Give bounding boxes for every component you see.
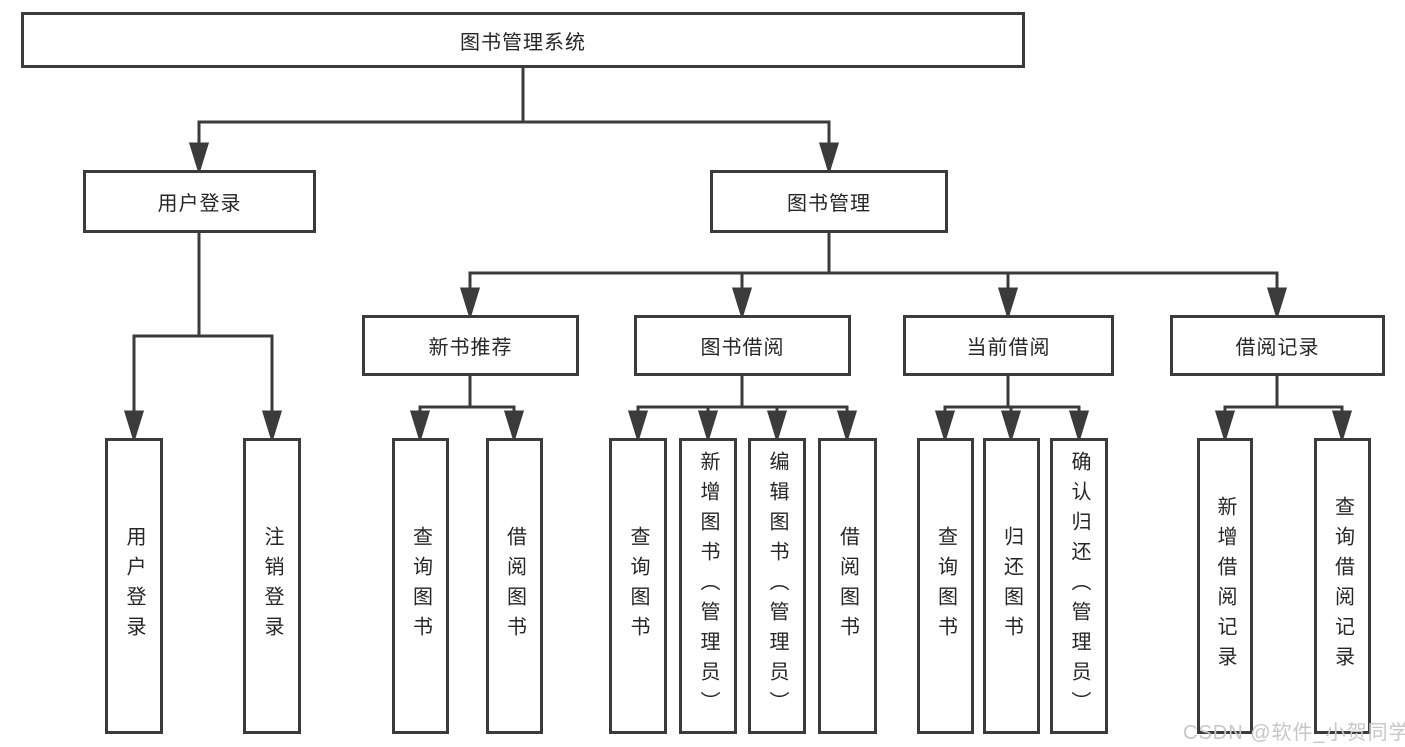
node-label: 借阅图书 xyxy=(503,526,526,646)
connector-book-borrow-children xyxy=(627,376,858,444)
node-leaf-add-book-admin: 新增图书（管理员） xyxy=(679,438,737,734)
node-label: 编辑图书（管理员） xyxy=(766,451,788,721)
node-label: 归还图书 xyxy=(1000,526,1023,646)
node-label: 图书管理 xyxy=(787,193,871,215)
node-label: 借阅图书 xyxy=(836,526,859,646)
arrowhead xyxy=(459,287,481,321)
node-leaf-add-borrow-record: 新增借阅记录 xyxy=(1197,438,1253,734)
arrowhead xyxy=(409,410,431,444)
node-label: 借阅记录 xyxy=(1235,337,1320,359)
arrowhead xyxy=(1266,287,1288,321)
connector-current-borrow-children xyxy=(934,376,1090,444)
node-label: 当前借阅 xyxy=(966,337,1051,359)
arrowhead xyxy=(627,410,649,444)
csdn-watermark: CSDN @软件_小贺同学 xyxy=(1183,722,1405,744)
connector-user-login-children xyxy=(123,233,283,444)
node-leaf-query-book-1: 查询图书 xyxy=(392,438,449,734)
node-leaf-query-book-3: 查询图书 xyxy=(917,438,974,734)
arrowhead xyxy=(766,410,788,444)
arrowhead xyxy=(503,410,525,444)
node-leaf-borrow-book-2: 借阅图书 xyxy=(818,438,877,734)
node-label: 注销登录 xyxy=(261,526,283,646)
arrowhead xyxy=(1331,410,1353,444)
node-label: 查询借阅记录 xyxy=(1331,496,1354,676)
node-new-book-recommend: 新书推荐 xyxy=(362,315,579,376)
arrowhead xyxy=(818,142,840,176)
arrowhead xyxy=(123,410,145,444)
node-book-borrow: 图书借阅 xyxy=(634,315,851,376)
arrowhead xyxy=(934,410,956,444)
node-label: 新增图书（管理员） xyxy=(697,451,719,721)
node-leaf-query-borrow-record: 查询借阅记录 xyxy=(1314,438,1371,734)
node-label: 新增借阅记录 xyxy=(1214,496,1236,676)
node-leaf-return-book: 归还图书 xyxy=(983,438,1040,734)
node-borrow-records: 借阅记录 xyxy=(1170,315,1385,376)
node-leaf-query-book-2: 查询图书 xyxy=(609,438,667,734)
node-leaf-borrow-book-1: 借阅图书 xyxy=(486,438,543,734)
node-leaf-edit-book-admin: 编辑图书（管理员） xyxy=(748,438,806,734)
node-leaf-confirm-return-admin: 确认归还（管理员） xyxy=(1050,438,1108,734)
node-label: 图书借阅 xyxy=(700,337,785,359)
arrowhead xyxy=(261,410,283,444)
connector-book-management-children xyxy=(459,233,1288,321)
arrowhead xyxy=(836,410,858,444)
node-label: 新书推荐 xyxy=(428,337,513,359)
connector-borrow-records-children xyxy=(1214,376,1353,444)
node-label: 查询图书 xyxy=(409,526,432,646)
node-label: 图书管理系统 xyxy=(460,31,586,54)
arrowhead xyxy=(697,410,719,444)
node-book-management: 图书管理 xyxy=(710,170,948,233)
arrowhead xyxy=(731,287,753,321)
arrowhead xyxy=(997,287,1019,321)
arrowhead xyxy=(1214,410,1236,444)
arrowhead xyxy=(188,142,210,176)
node-label: 查询图书 xyxy=(627,526,649,646)
node-label: 用户登录 xyxy=(123,526,145,646)
node-leaf-user-login: 用户登录 xyxy=(105,438,163,734)
node-user-login: 用户登录 xyxy=(83,170,316,233)
node-leaf-logout: 注销登录 xyxy=(243,438,301,734)
arrowhead xyxy=(1068,410,1090,444)
node-current-borrow: 当前借阅 xyxy=(903,315,1114,376)
connector-root-to-level2 xyxy=(188,68,840,176)
arrowhead xyxy=(1000,410,1022,444)
node-label: 用户登录 xyxy=(157,193,242,215)
connector-new-book-recommend-children xyxy=(409,376,525,444)
node-root: 图书管理系统 xyxy=(21,12,1025,68)
node-label: 查询图书 xyxy=(934,526,957,646)
node-label: 确认归还（管理员） xyxy=(1068,451,1090,721)
